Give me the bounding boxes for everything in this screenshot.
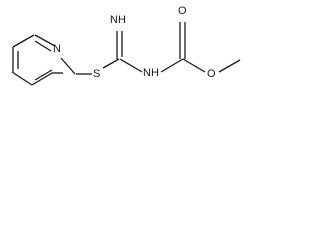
ester-methyl-bond	[218, 59, 241, 73]
amide-nh-label: NH	[143, 67, 159, 79]
sulfur-carbon-bond	[102, 58, 120, 69]
carbonyl-double-bond	[179, 22, 186, 59]
pyridine-nitrogen-label: N	[53, 43, 61, 55]
pyridine-ring	[11, 34, 76, 86]
carbonyl-oxygen-label: O	[178, 5, 187, 17]
imine-double-bond	[116, 31, 123, 59]
chemical-structure: N S NH NH O O	[11, 5, 241, 86]
carbonyl-ester-bond	[182, 58, 206, 73]
nh-carbonyl-bond	[160, 58, 184, 73]
carbon-nh-bond	[119, 58, 143, 73]
ester-oxygen-label: O	[207, 68, 216, 80]
sulfur-label: S	[93, 68, 100, 80]
imine-nh-label: NH	[110, 14, 126, 26]
